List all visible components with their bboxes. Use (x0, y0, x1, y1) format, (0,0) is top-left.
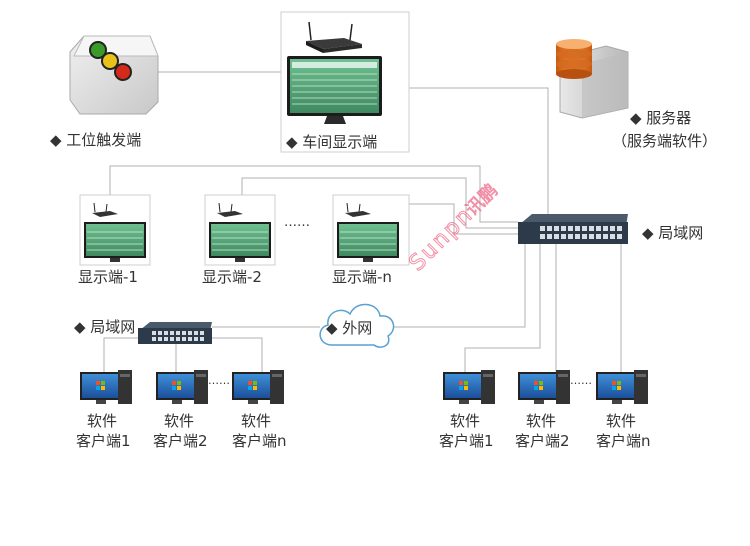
server-sub-label: （服务端软件） (612, 132, 717, 150)
line-workshop-server (409, 87, 549, 216)
lan-right-label: ◆ 局域网 (642, 224, 703, 242)
client-left-n-line1: 软件 (241, 412, 271, 430)
client-left-1-line2: 客户端1 (76, 432, 131, 450)
green-button-icon (89, 41, 107, 59)
mini-pc-icon (306, 21, 362, 53)
workshop-label: ◆ 车间显示端 (286, 133, 377, 151)
client-right-2-line1: 软件 (526, 412, 556, 430)
client-left-1 (80, 370, 132, 404)
monitor-icon (287, 56, 382, 124)
display-ellipsis: …… (284, 215, 310, 230)
windows-logo-icon (96, 381, 105, 390)
client-right-ellipsis: …… (570, 374, 592, 387)
cloud-icon (319, 303, 395, 348)
display-terminal-1 (79, 194, 151, 266)
client-right-2-line2: 客户端2 (515, 432, 570, 450)
display2-label: 显示端-2 (202, 268, 262, 286)
line-switch-rclient1 (464, 244, 541, 372)
display-terminal-2 (204, 194, 276, 266)
switch-left (138, 322, 212, 344)
client-right-n-line1: 软件 (606, 412, 636, 430)
database-icon (556, 39, 592, 79)
display1-label: 显示端-1 (78, 268, 138, 286)
windows-logo-icon (612, 381, 621, 390)
server-label: ◆ 服务器 (630, 109, 691, 127)
lan-left-label: ◆ 局域网 (74, 318, 135, 336)
client-left-2-line2: 客户端2 (153, 432, 208, 450)
client-right-1-line1: 软件 (450, 412, 480, 430)
windows-logo-icon (459, 381, 468, 390)
watermark-logo: Sunpn 讯鹏 (404, 179, 502, 276)
connection-lines (103, 71, 622, 372)
line-switch-cloud (392, 244, 526, 328)
client-left-2-line1: 软件 (164, 412, 194, 430)
trigger-box (69, 35, 159, 115)
red-button-icon (114, 63, 132, 81)
client-right-1 (443, 370, 495, 404)
trigger-label: ◆ 工位触发端 (50, 131, 141, 149)
client-left-1-line1: 软件 (87, 412, 117, 430)
internet-label: ◆ 外网 (326, 319, 372, 337)
workshop-display (280, 11, 410, 153)
server-icon (556, 39, 629, 119)
client-left-n (232, 370, 284, 404)
windows-logo-icon (248, 381, 257, 390)
client-right-1-line2: 客户端1 (439, 432, 494, 450)
line-displayn-switch (409, 203, 518, 235)
line-display2-switch (241, 177, 518, 229)
client-right-n-line2: 客户端n (596, 432, 651, 450)
client-left-n-line2: 客户端n (232, 432, 287, 450)
watermark-latin: Sunpn (405, 202, 479, 276)
switch-right (518, 214, 628, 244)
client-left-ellipsis: …… (208, 374, 230, 387)
yellow-button-icon (101, 52, 119, 70)
display-terminal-n (332, 194, 410, 266)
client-right-2 (518, 370, 570, 404)
windows-logo-icon (534, 381, 543, 390)
client-right-n (596, 370, 648, 404)
line-lswitch-lclient1 (103, 337, 140, 372)
windows-logo-icon (172, 381, 181, 390)
line-lswitch-lclientn (212, 337, 263, 372)
line-display1-switch (109, 165, 518, 223)
client-left-2 (156, 370, 208, 404)
displayn-label: 显示端-n (332, 268, 392, 286)
